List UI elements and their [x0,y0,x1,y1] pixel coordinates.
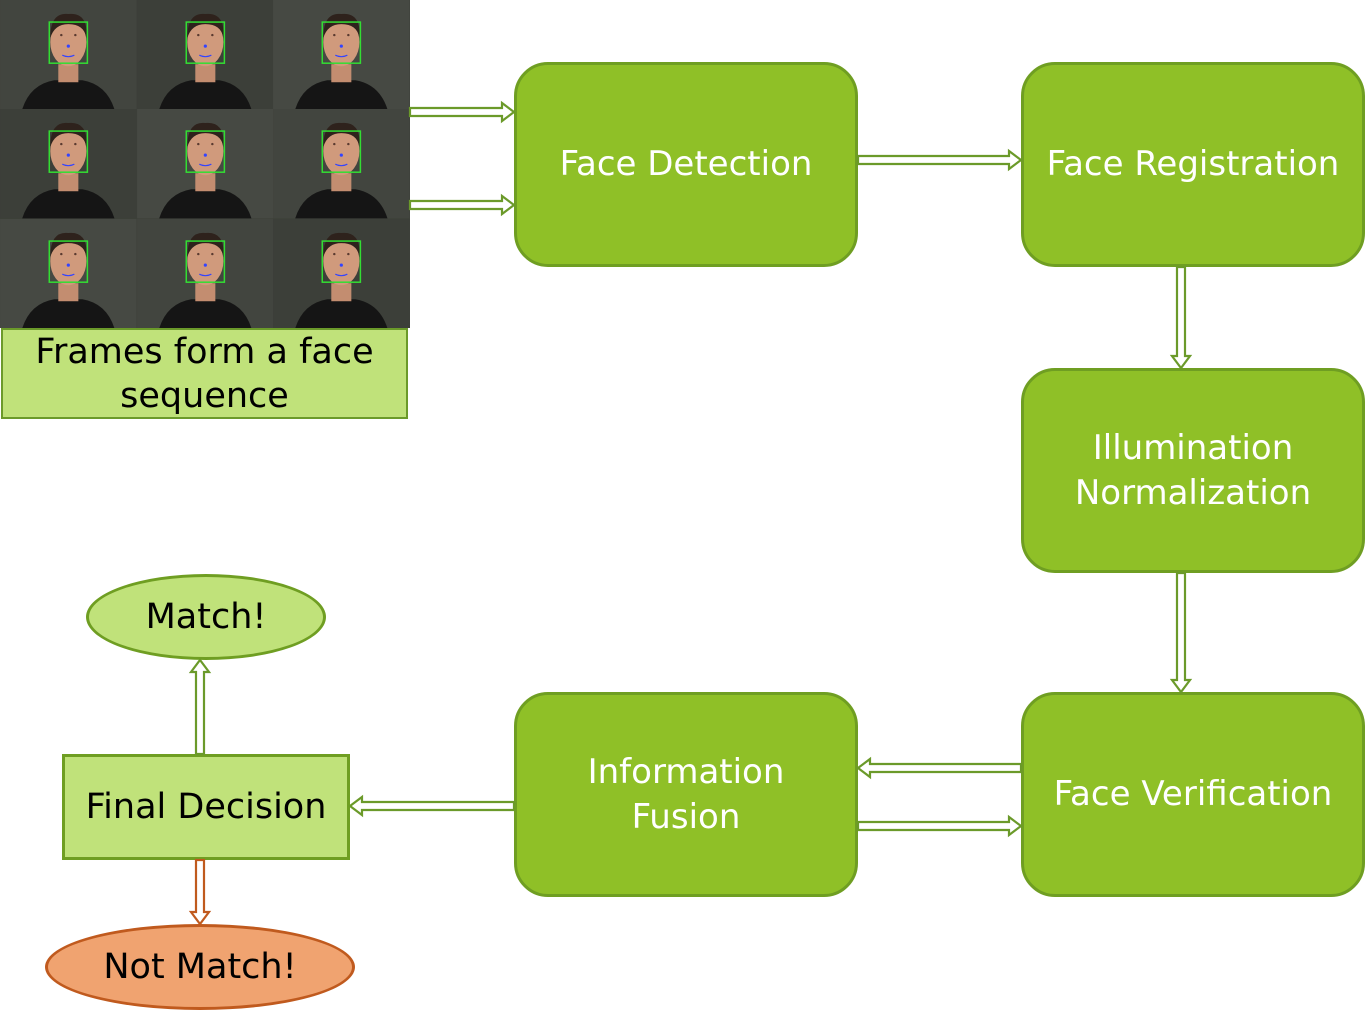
arrow-verification-to-fusion [856,756,1023,780]
frames-caption: Frames form a face sequence [1,328,408,419]
face-frame [136,109,274,219]
face-registration-step: Face Registration [1021,62,1365,267]
arrow-fusion-to-decision [348,794,516,818]
arrow-frames-to-detection-1 [408,100,516,124]
arrow-frames-to-detection-2 [408,193,516,217]
face-frame [273,109,410,219]
arrow-detection-to-registration [856,148,1023,172]
face-frame [0,0,137,110]
arrow-illumination-to-verification [1169,571,1193,694]
arrow-registration-to-illumination [1169,265,1193,370]
arrow-fusion-to-verification [856,814,1023,838]
final-decision-box: Final Decision [62,754,350,860]
arrow-decision-to-not-match [188,858,212,926]
information-fusion-step: Information Fusion [514,692,858,897]
face-frame [273,0,410,110]
face-frame [273,218,410,328]
face-frame [0,109,137,219]
illumination-normalization-step: Illumination Normalization [1021,368,1365,573]
face-frames-grid [0,0,410,328]
face-detection-step: Face Detection [514,62,858,267]
face-frame [0,218,137,328]
face-frame [136,218,274,328]
not-match-oval: Not Match! [45,924,355,1010]
face-verification-step: Face Verification [1021,692,1365,897]
face-frame [136,0,274,110]
arrow-decision-to-match [188,658,212,756]
match-oval: Match! [86,574,326,660]
